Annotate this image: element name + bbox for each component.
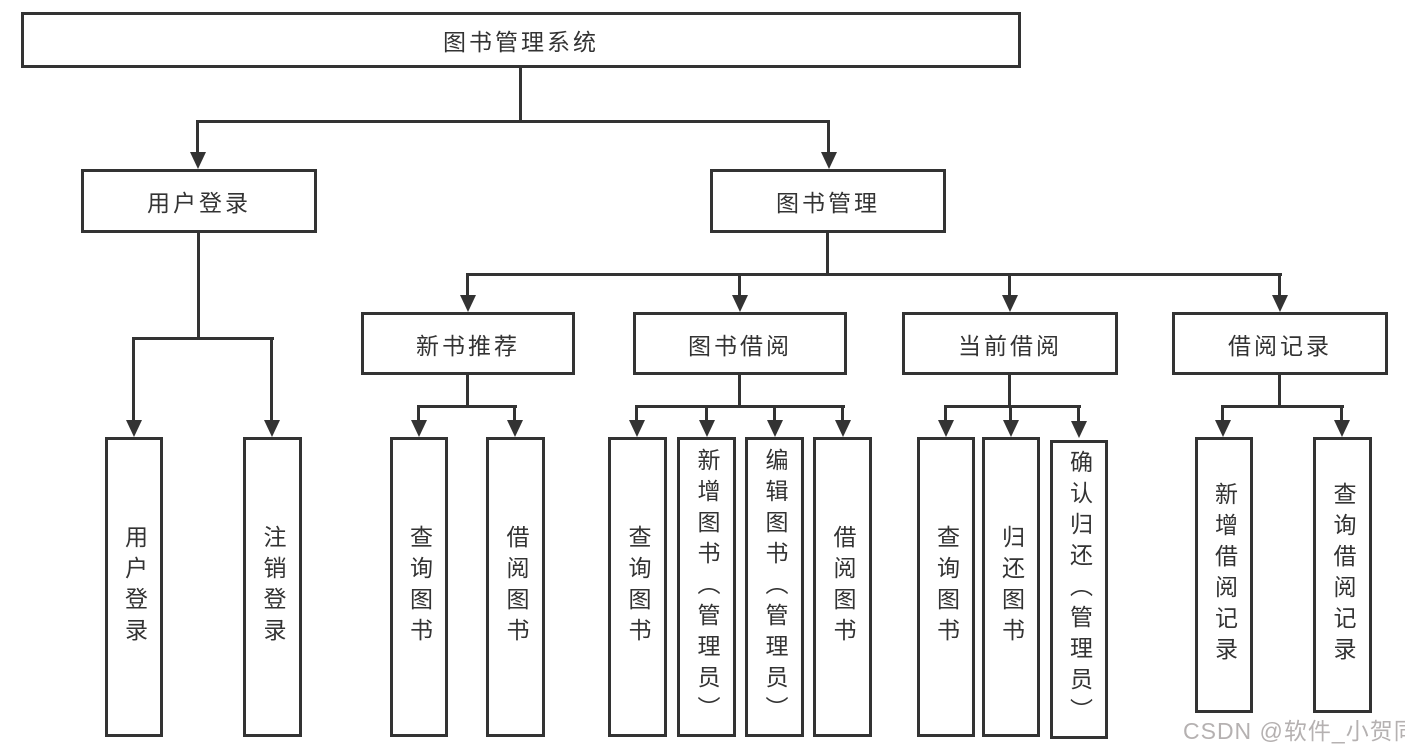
arrow-down-icon (1002, 295, 1018, 312)
connector-line (1009, 405, 1012, 422)
arrow-down-icon (126, 420, 142, 437)
connector-line (196, 120, 830, 123)
arrow-down-icon (938, 420, 954, 437)
arrow-down-icon (629, 420, 645, 437)
leaf-query-borrow-record: 查询借阅记录 (1313, 437, 1372, 713)
connector-line (270, 337, 273, 422)
connector-line (827, 120, 830, 154)
arrow-down-icon (460, 295, 476, 312)
arrow-down-icon (190, 152, 206, 169)
connector-line (738, 375, 741, 407)
leaf-borrow-books: 借阅图书 (813, 437, 872, 737)
leaf-confirm-return-admin: 确认归还（管理员） (1050, 440, 1108, 739)
connector-line (773, 405, 776, 422)
node-borrowing-records: 借阅记录 (1172, 312, 1388, 375)
connector-line (635, 405, 845, 408)
connector-line (466, 375, 469, 407)
connector-line (466, 273, 1282, 276)
connector-line (826, 231, 829, 275)
connector-line (513, 405, 516, 422)
arrow-down-icon (264, 420, 280, 437)
connector-line (944, 405, 1081, 408)
connector-line (132, 337, 135, 422)
arrow-down-icon (732, 295, 748, 312)
connector-line (738, 273, 741, 297)
arrow-down-icon (1334, 420, 1350, 437)
arrow-down-icon (1003, 420, 1019, 437)
arrow-down-icon (699, 420, 715, 437)
connector-line (1077, 405, 1080, 422)
connector-line (944, 405, 947, 422)
arrow-down-icon (507, 420, 523, 437)
connector-line (1221, 405, 1344, 408)
connector-line (1008, 375, 1011, 407)
leaf-add-borrow-record: 新增借阅记录 (1195, 437, 1253, 713)
arrow-down-icon (1272, 295, 1288, 312)
arrow-down-icon (821, 152, 837, 169)
node-new-book-recommendation: 新书推荐 (361, 312, 575, 375)
arrow-down-icon (767, 420, 783, 437)
connector-line (1221, 405, 1224, 422)
node-book-management: 图书管理 (710, 169, 946, 233)
arrow-down-icon (1071, 421, 1087, 438)
leaf-logout: 注销登录 (243, 437, 302, 737)
connector-line (466, 273, 469, 297)
leaf-borrow-books-recommend: 借阅图书 (486, 437, 545, 737)
arrow-down-icon (835, 420, 851, 437)
connector-line (417, 405, 517, 408)
watermark: CSDN @软件_小贺同学 (1183, 718, 1405, 744)
connector-line (132, 337, 274, 340)
leaf-query-books-recommend: 查询图书 (390, 437, 448, 737)
leaf-return-books: 归还图书 (982, 437, 1040, 737)
arrow-down-icon (411, 420, 427, 437)
node-book-borrowing: 图书借阅 (633, 312, 847, 375)
connector-line (417, 405, 420, 422)
leaf-user-login: 用户登录 (105, 437, 163, 737)
leaf-query-books-current: 查询图书 (917, 437, 975, 737)
connector-line (1008, 273, 1011, 297)
connector-line (1278, 273, 1281, 297)
connector-line (1278, 375, 1281, 407)
connector-line (635, 405, 638, 422)
connector-line (197, 231, 200, 339)
connector-line (1340, 405, 1343, 422)
arrow-down-icon (1215, 420, 1231, 437)
connector-line (705, 405, 708, 422)
connector-line (519, 66, 522, 122)
node-current-borrowing: 当前借阅 (902, 312, 1118, 375)
node-user-login: 用户登录 (81, 169, 317, 233)
leaf-edit-book-admin: 编辑图书（管理员） (745, 437, 804, 737)
leaf-add-book-admin: 新增图书（管理员） (677, 437, 736, 737)
connector-line (196, 120, 199, 154)
node-library-management-system: 图书管理系统 (21, 12, 1021, 68)
connector-line (841, 405, 844, 422)
leaf-query-books-borrow: 查询图书 (608, 437, 667, 737)
